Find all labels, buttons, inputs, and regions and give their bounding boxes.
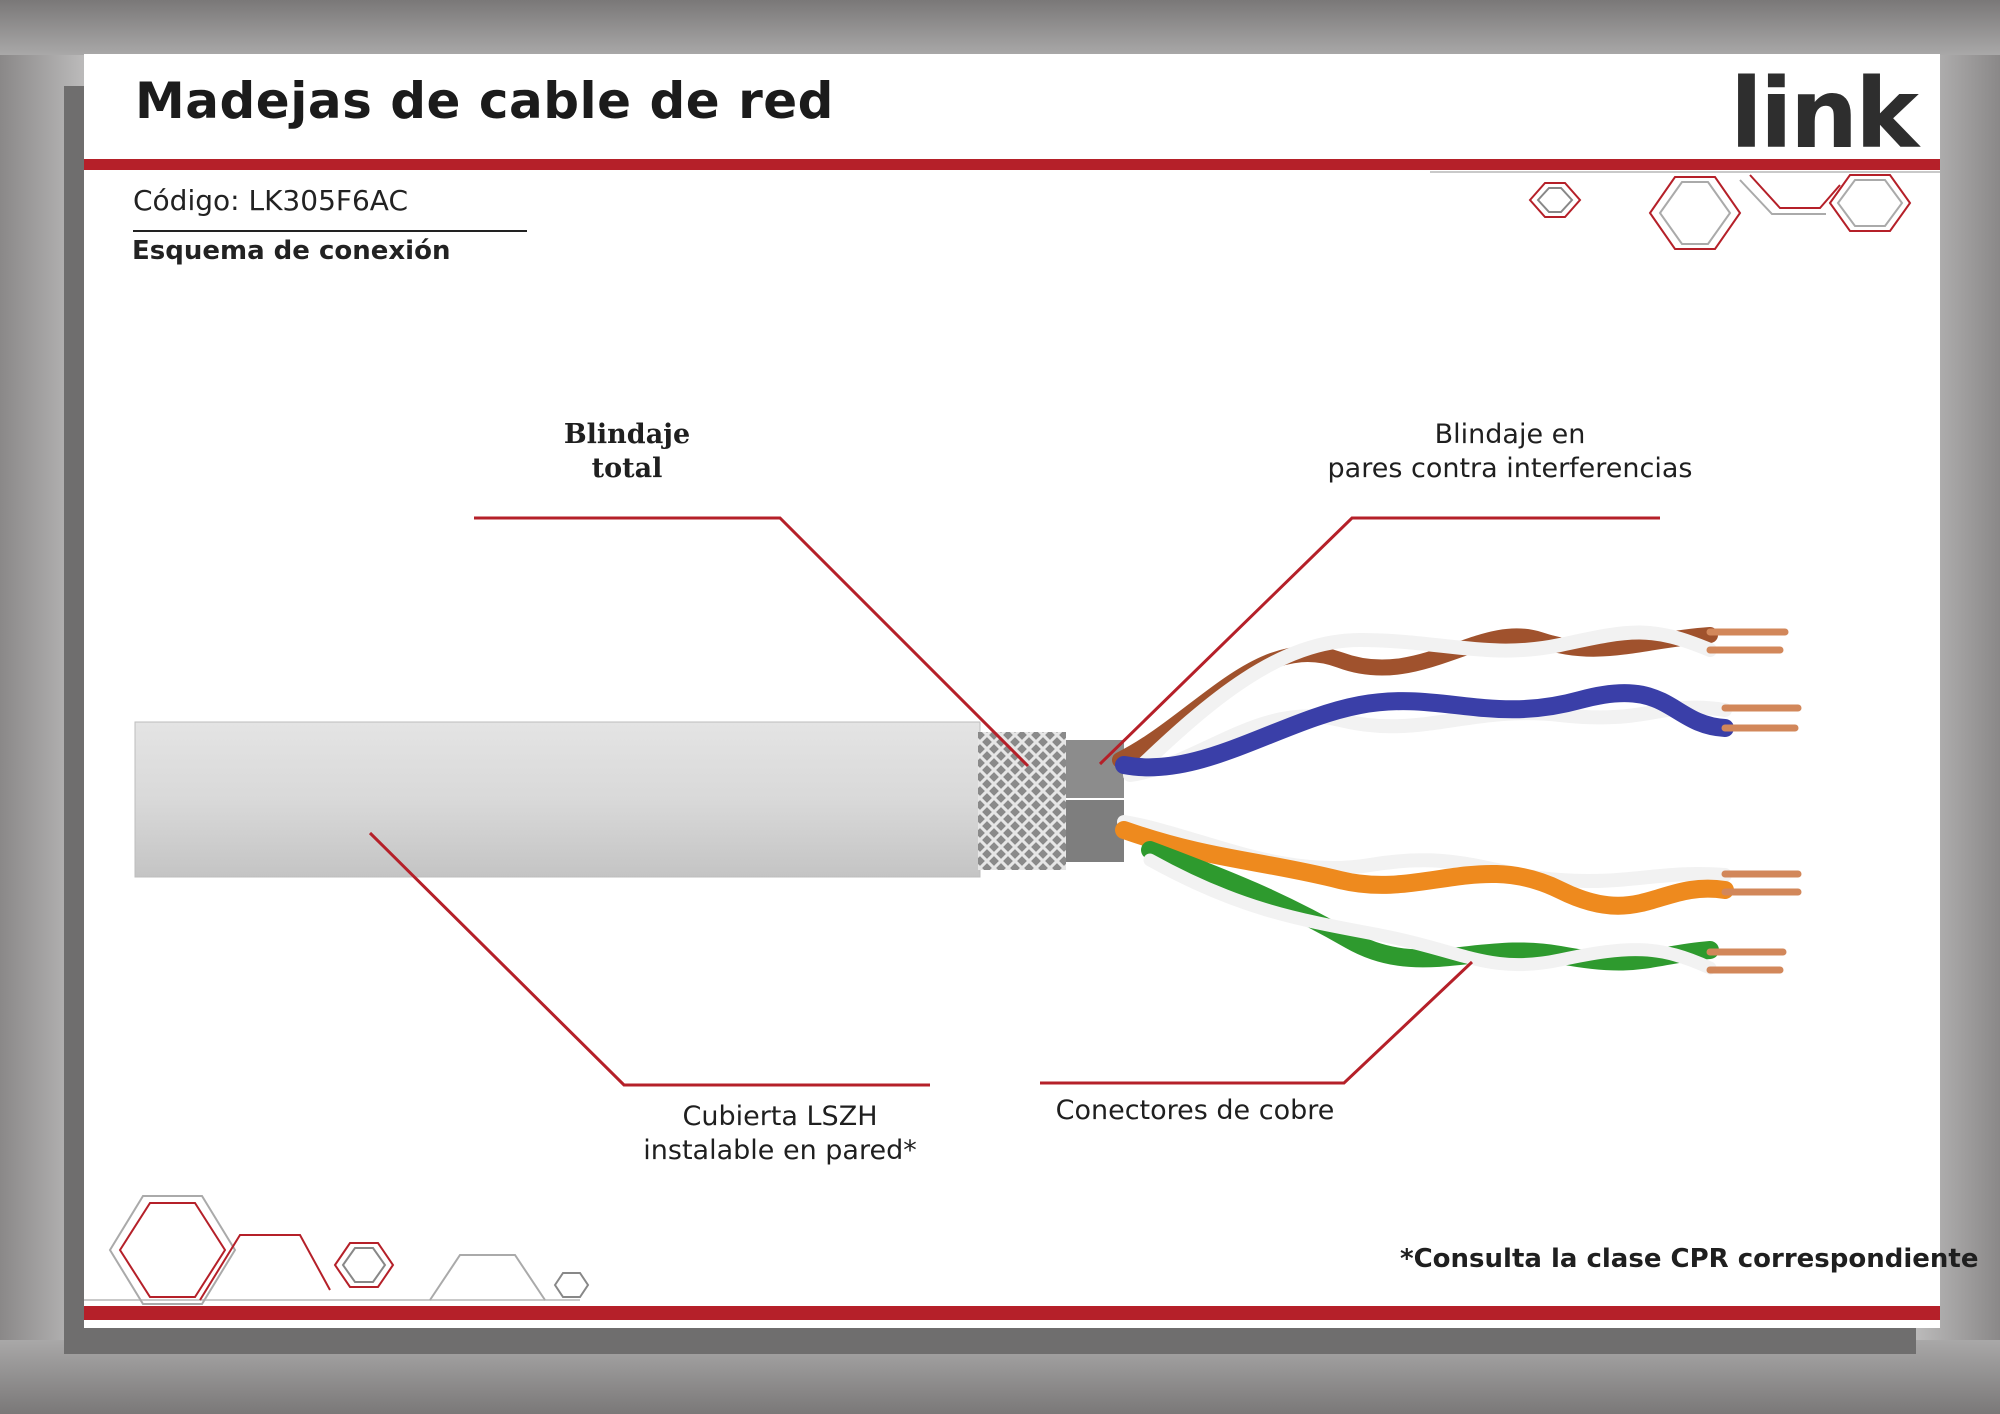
cable-jacket (134, 721, 981, 878)
background-top-shade (0, 0, 2000, 55)
code-underline (133, 230, 527, 232)
section-subtitle: Esquema de conexión (132, 236, 451, 266)
header-red-bar (84, 159, 1940, 170)
page-title: Madejas de cable de red (135, 72, 834, 130)
green-pair (1141, 841, 1787, 975)
callout-jacket-line2: instalable en pared* (643, 1135, 917, 1166)
callout-lines (368, 516, 1660, 1087)
jacket-leader (368, 831, 930, 1087)
footer-red-bar (84, 1306, 1940, 1320)
callout-total-shield: Blindaje total (527, 418, 727, 486)
total-shield-leader (474, 516, 1030, 768)
callout-copper-line1: Conectores de cobre (1055, 1095, 1335, 1126)
cpr-footnote: *Consulta la clase CPR correspondiente (1400, 1244, 1979, 1274)
callout-jacket-line1: Cubierta LSZH (682, 1101, 878, 1132)
callout-total-shield-line2: total (591, 453, 663, 484)
braided-shield (978, 732, 1066, 870)
callout-total-shield-line1: Blindaje (563, 419, 691, 450)
brown-pair (1112, 625, 1789, 779)
pair-shield-leader (1098, 516, 1660, 766)
hexagon-decoration-bottom (84, 1195, 590, 1305)
hexagon-decoration-top (1430, 171, 1940, 250)
product-code: Código: LK305F6AC (133, 184, 409, 217)
copper-leader (1040, 960, 1474, 1085)
blue-pair (1115, 684, 1802, 782)
callout-pair-shield-line2: pares contra interferencias (1327, 453, 1693, 484)
callout-copper: Conectores de cobre (1030, 1094, 1360, 1128)
callout-pair-shield: Blindaje en pares contra interferencias (1310, 418, 1710, 486)
callout-pair-shield-line1: Blindaje en (1434, 419, 1586, 450)
orange-pair (1115, 815, 1802, 915)
pair-foil-lower (1066, 800, 1124, 862)
callout-jacket: Cubierta LSZH instalable en pared* (600, 1100, 960, 1168)
brand-logo: link (1730, 58, 1919, 170)
